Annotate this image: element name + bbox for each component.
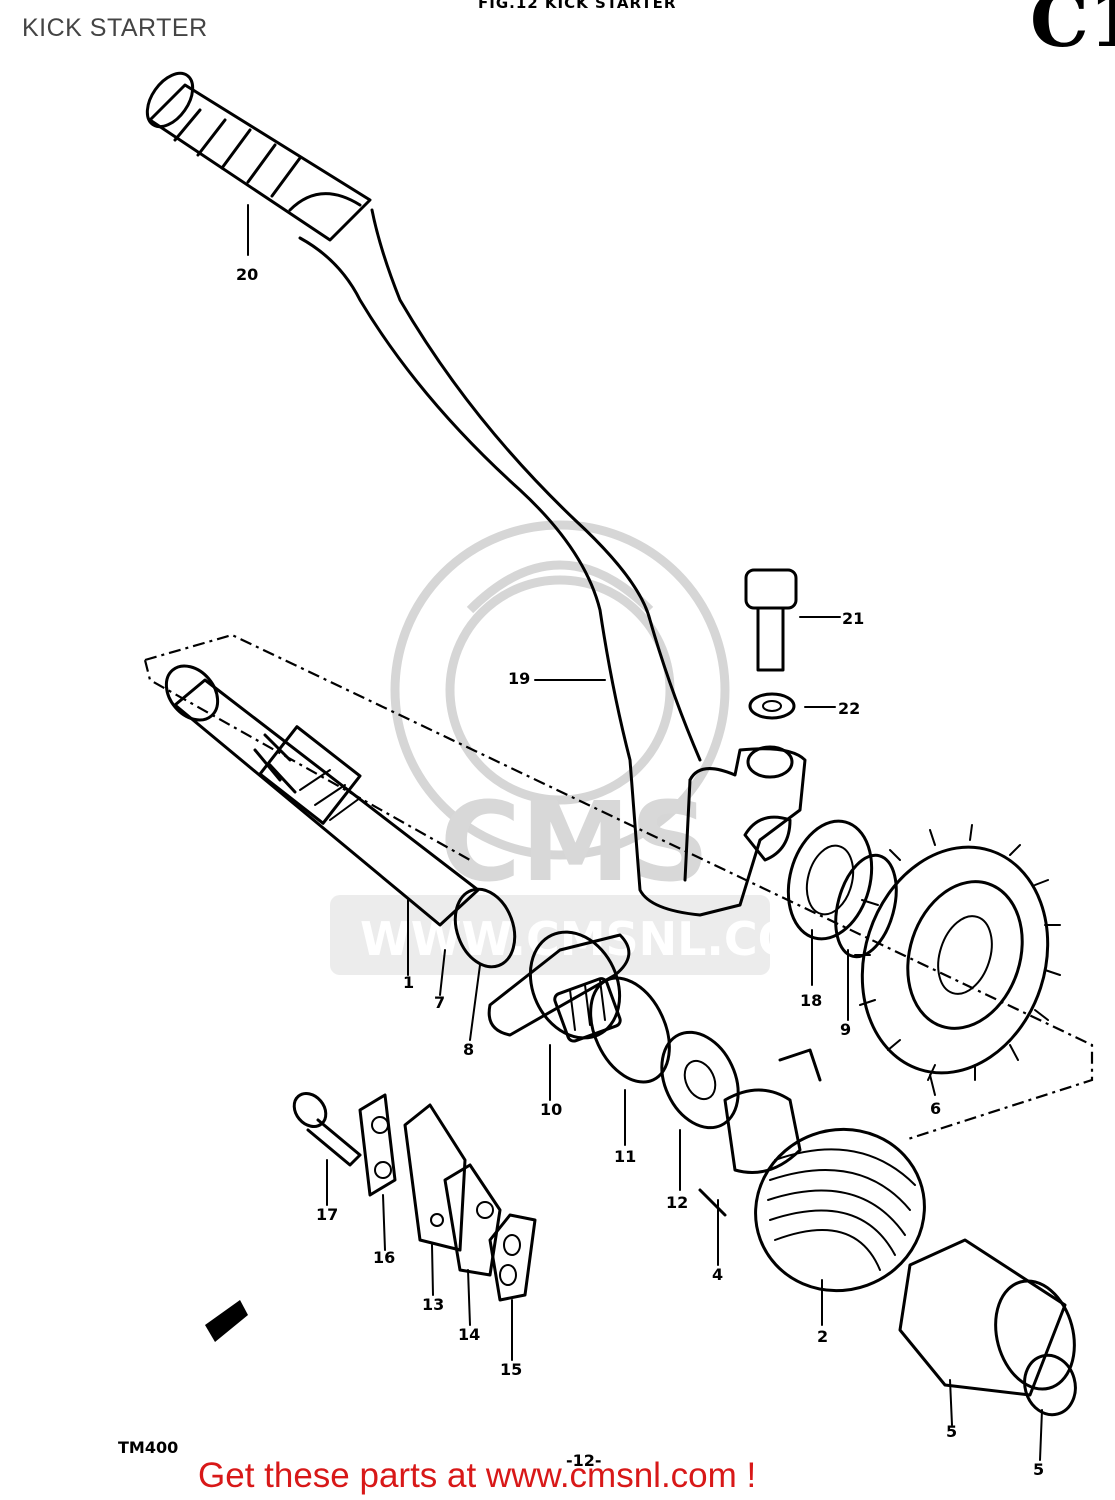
spring-guide-4 xyxy=(698,1048,822,1217)
callout-7: 7 xyxy=(434,993,445,1012)
guide-8 xyxy=(487,930,631,1040)
page-number: -12- xyxy=(566,1451,602,1470)
kick-gear-6 xyxy=(854,824,1061,1081)
callout-8: 8 xyxy=(463,1040,474,1059)
watermark-brand: CMS xyxy=(440,778,709,906)
callout-5a: 5 xyxy=(946,1422,957,1441)
model-code: TM400 xyxy=(118,1438,179,1457)
footer-parts-link[interactable]: Get these parts at www.cmsnl.com ! xyxy=(198,1456,757,1495)
washer-22 xyxy=(748,692,796,720)
circlip-7 xyxy=(453,887,517,969)
page-title: KICK STARTER xyxy=(22,14,208,42)
callout-10: 10 xyxy=(540,1100,562,1119)
callout-9: 9 xyxy=(840,1020,851,1039)
callout-17: 17 xyxy=(316,1205,338,1224)
callout-13: 13 xyxy=(422,1295,444,1314)
callout-labels: 1 2 4 5 5 6 7 8 9 10 11 12 13 14 15 16 1… xyxy=(236,265,1044,1479)
bolt-17 xyxy=(292,1092,362,1167)
callout-15: 15 xyxy=(500,1360,522,1379)
callout-2: 2 xyxy=(817,1327,828,1346)
circlip-5 xyxy=(1023,1353,1077,1417)
gasket-14 xyxy=(443,1163,502,1277)
direction-arrow-icon xyxy=(205,1300,248,1342)
kick-pawl-10 xyxy=(553,977,622,1043)
callout-12: 12 xyxy=(666,1193,688,1212)
washer-18 xyxy=(786,819,874,941)
return-spring-2 xyxy=(754,1127,926,1293)
callout-21: 21 xyxy=(842,609,864,628)
section-code: C1 xyxy=(1030,0,1115,64)
plate-15 xyxy=(488,1213,537,1302)
callout-4: 4 xyxy=(712,1265,723,1284)
callout-6: 6 xyxy=(930,1099,941,1118)
cover-5 xyxy=(898,1238,1076,1397)
callout-18: 18 xyxy=(800,991,822,1010)
callout-14: 14 xyxy=(458,1325,480,1344)
callout-19: 19 xyxy=(508,669,530,688)
callout-20: 20 xyxy=(236,265,258,284)
assembly-outline xyxy=(143,633,1094,1142)
kick-lever xyxy=(298,208,807,917)
callout-16: 16 xyxy=(373,1248,395,1267)
leader-lines xyxy=(247,204,1043,1461)
callout-5b: 5 xyxy=(1033,1460,1044,1479)
kick-grip xyxy=(145,71,372,242)
bolt-21 xyxy=(744,568,798,672)
stopper-13 xyxy=(403,1103,467,1252)
callout-11: 11 xyxy=(614,1147,636,1166)
plate-16 xyxy=(358,1093,397,1197)
spring-11 xyxy=(589,976,671,1084)
washer-9 xyxy=(834,853,898,959)
callout-22: 22 xyxy=(838,699,860,718)
callout-1: 1 xyxy=(403,973,414,992)
washer-12 xyxy=(660,1030,740,1130)
figure-header: FIG.12 KICK STARTER xyxy=(478,0,677,12)
